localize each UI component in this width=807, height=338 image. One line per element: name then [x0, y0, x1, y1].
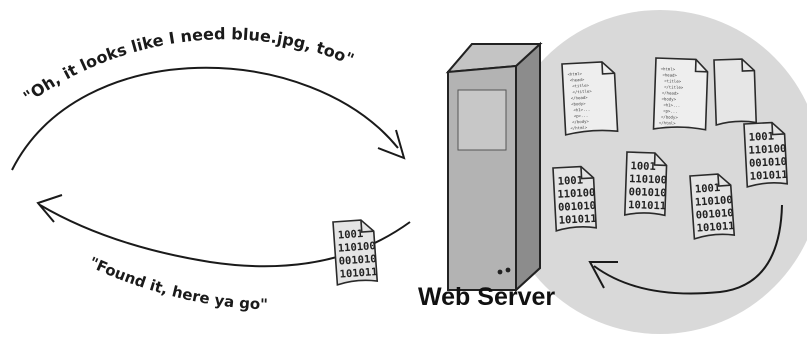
svg-text:101011: 101011: [749, 169, 788, 183]
html-document-icon: [561, 60, 619, 136]
svg-text:110100: 110100: [557, 187, 596, 201]
response-arrowhead: [36, 194, 63, 223]
svg-text:110100: 110100: [748, 143, 787, 157]
svg-text:101011: 101011: [696, 220, 735, 235]
image-file-icon: 1001 110100 001010 101011: [624, 151, 668, 218]
svg-text:101011: 101011: [558, 213, 597, 227]
image-file-icon: 1001 110100 001010 101011: [689, 172, 736, 240]
server-tower-icon: [445, 41, 543, 293]
svg-text:1001: 1001: [630, 160, 656, 173]
svg-text:110100: 110100: [337, 240, 376, 255]
svg-text:110100: 110100: [694, 194, 733, 209]
response-caption: "Found it, here ya go": [86, 253, 268, 313]
svg-text:001010: 001010: [338, 253, 377, 268]
svg-text:1001: 1001: [748, 130, 774, 143]
document-icon: [713, 58, 758, 127]
server-label: Web Server: [418, 283, 556, 311]
svg-text:001010: 001010: [558, 200, 597, 214]
request-caption: "Oh, it looks like I need blue.jpg, too": [20, 24, 357, 106]
lookup-arrowhead: [588, 261, 618, 289]
svg-text:1001: 1001: [338, 228, 364, 242]
image-file-icon: 1001 110100 001010 101011: [743, 121, 789, 188]
svg-text:1001: 1001: [557, 174, 583, 187]
request-arrow: [11, 66, 399, 171]
svg-text:001010: 001010: [695, 207, 734, 222]
request-arrowhead: [377, 129, 406, 160]
svg-text:1001: 1001: [695, 182, 721, 196]
returned-file-icon: 1001 110100 001010 101011: [332, 218, 379, 286]
image-file-icon: 1001 110100 001010 101011: [552, 165, 598, 232]
lookup-arrow: [593, 204, 783, 295]
svg-text:001010: 001010: [628, 186, 666, 199]
svg-text:001010: 001010: [749, 156, 788, 170]
svg-text:101011: 101011: [628, 199, 666, 212]
html-document-icon: [652, 57, 709, 132]
svg-text:101011: 101011: [339, 266, 378, 281]
svg-text:110100: 110100: [629, 173, 667, 186]
